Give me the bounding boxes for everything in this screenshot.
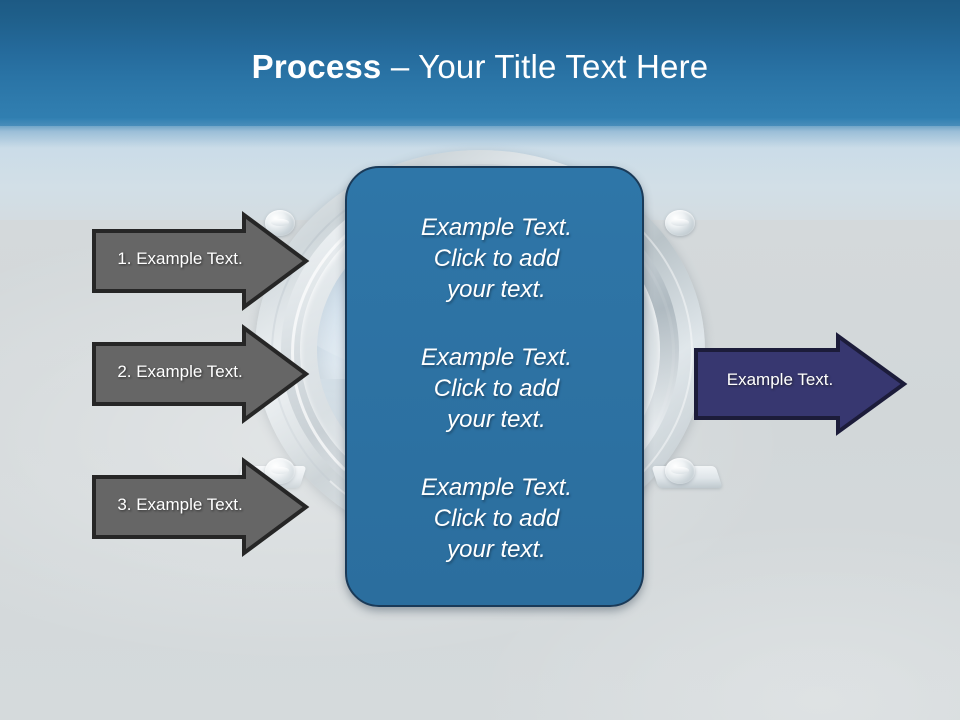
arrow-right-shape-icon (92, 324, 310, 424)
page-title: Process – Your Title Text Here (0, 46, 960, 88)
center-panel-block-1-line-2: Click to add (433, 245, 560, 272)
center-panel-block-3: Example Text. Click to add your text. (369, 472, 624, 565)
arrow-right-shape-icon (92, 457, 310, 557)
center-panel-block-2-line-3: your text. (447, 406, 546, 433)
page-title-strong: Process (251, 48, 391, 85)
process-step-arrow-3[interactable]: 3. Example Text. (92, 457, 310, 557)
center-panel-block-1-line-1: Example Text. (420, 214, 573, 241)
center-panel-block-1-line-3: your text. (447, 276, 546, 303)
arrow-right-shape-icon (694, 332, 908, 436)
process-step-arrow-2[interactable]: 2. Example Text. (92, 324, 310, 424)
porthole-bolt (665, 458, 695, 484)
center-panel-block-2: Example Text. Click to add your text. (369, 342, 624, 435)
process-step-arrow-1[interactable]: 1. Example Text. (92, 211, 310, 311)
center-panel-block-2-line-2: Click to add (433, 375, 560, 402)
porthole-bolt (665, 210, 695, 236)
process-output-arrow[interactable]: Example Text. (694, 332, 908, 436)
title-band (0, 0, 960, 126)
arrow-right-shape-icon (92, 211, 310, 311)
center-panel-block-1: Example Text. Click to add your text. (369, 212, 624, 305)
center-content-panel[interactable]: Example Text. Click to add your text. Ex… (345, 166, 644, 607)
center-panel-block-3-line-1: Example Text. (420, 474, 573, 501)
porthole-bolt (265, 210, 295, 236)
title-band-fade (0, 118, 960, 148)
center-panel-block-3-line-2: Click to add (433, 505, 560, 532)
center-panel-block-2-line-1: Example Text. (420, 344, 573, 371)
center-panel-block-3-line-3: your text. (447, 536, 546, 563)
page-title-light: – Your Title Text Here (390, 48, 709, 85)
